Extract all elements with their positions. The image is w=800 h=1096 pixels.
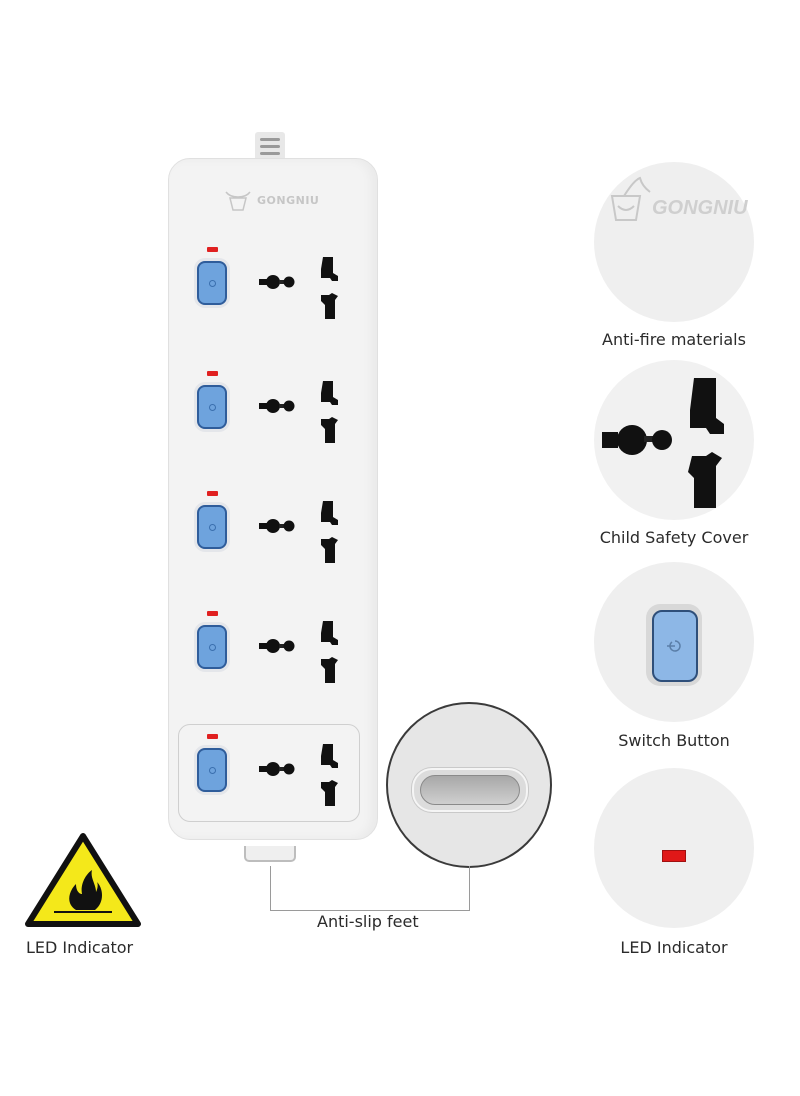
power-icon	[667, 640, 681, 652]
power-icon	[209, 644, 216, 651]
led-indicator	[207, 247, 218, 252]
anti-slip-feet-label: Anti-slip feet	[317, 912, 419, 931]
outlet-frame	[178, 724, 360, 822]
brand-logo: GONGNIU	[222, 188, 319, 214]
power-switch-button[interactable]	[197, 505, 227, 549]
power-switch-button[interactable]	[197, 385, 227, 429]
bull-logo-icon	[225, 191, 251, 211]
anti-slip-foot	[244, 846, 296, 862]
round-pin-hole-icon	[259, 399, 295, 413]
flat-pin-slot-icon	[321, 621, 338, 645]
round-pin-hole-icon	[259, 275, 295, 289]
led-indicator	[207, 491, 218, 496]
power-switch-button[interactable]	[197, 748, 227, 792]
power-strip	[168, 158, 378, 840]
feature-label: Switch Button	[618, 731, 730, 750]
feature-label: Child Safety Cover	[599, 528, 749, 547]
flat-pin-slot-icon	[321, 417, 338, 443]
feature-child-safety-circle	[594, 360, 754, 520]
round-pin-hole-icon	[259, 639, 295, 653]
outlet-5	[189, 734, 357, 834]
feature-led-circle	[594, 768, 754, 928]
power-icon	[209, 280, 216, 287]
svg-text:GONGNIU: GONGNIU	[652, 197, 748, 219]
feature-label: LED Indicator	[620, 938, 728, 957]
power-icon	[209, 767, 216, 774]
round-pin-hole-icon	[259, 762, 295, 776]
flat-pin-slot-icon	[321, 501, 338, 525]
outlet-3	[189, 491, 357, 591]
outlet-1	[189, 247, 357, 347]
feature-anti-fire-circle: GONGNIU	[594, 162, 754, 322]
led-closeup	[662, 850, 686, 862]
flat-pin-slot-icon	[321, 780, 338, 806]
flat-pin-slot-icon	[321, 744, 338, 768]
led-indicator	[207, 611, 218, 616]
outlet-4	[189, 611, 357, 711]
outlet-2	[189, 371, 357, 471]
flat-pin-slot-icon	[321, 657, 338, 683]
callout-bracket	[270, 866, 470, 911]
flat-pin-slot-icon	[321, 537, 338, 563]
anti-slip-pad	[412, 768, 528, 812]
power-switch-button[interactable]	[197, 261, 227, 305]
feature-switch-circle	[594, 562, 754, 722]
power-icon	[209, 524, 216, 531]
feature-label: Anti-fire materials	[602, 330, 746, 349]
power-switch-button[interactable]	[197, 625, 227, 669]
flat-pin-slot-icon	[321, 257, 338, 281]
power-cable	[255, 132, 285, 162]
round-pin-hole-icon	[259, 519, 295, 533]
led-indicator	[207, 371, 218, 376]
socket-closeup-icon	[602, 378, 724, 508]
flat-pin-slot-icon	[321, 381, 338, 405]
flat-pin-slot-icon	[321, 293, 338, 319]
led-indicator	[207, 734, 218, 739]
brand-logo-closeup-icon: GONGNIU	[610, 176, 748, 221]
flammable-warning-icon	[25, 833, 141, 927]
power-icon	[209, 404, 216, 411]
warning-icon-label: LED Indicator	[26, 938, 134, 957]
switch-button-closeup	[652, 610, 698, 682]
